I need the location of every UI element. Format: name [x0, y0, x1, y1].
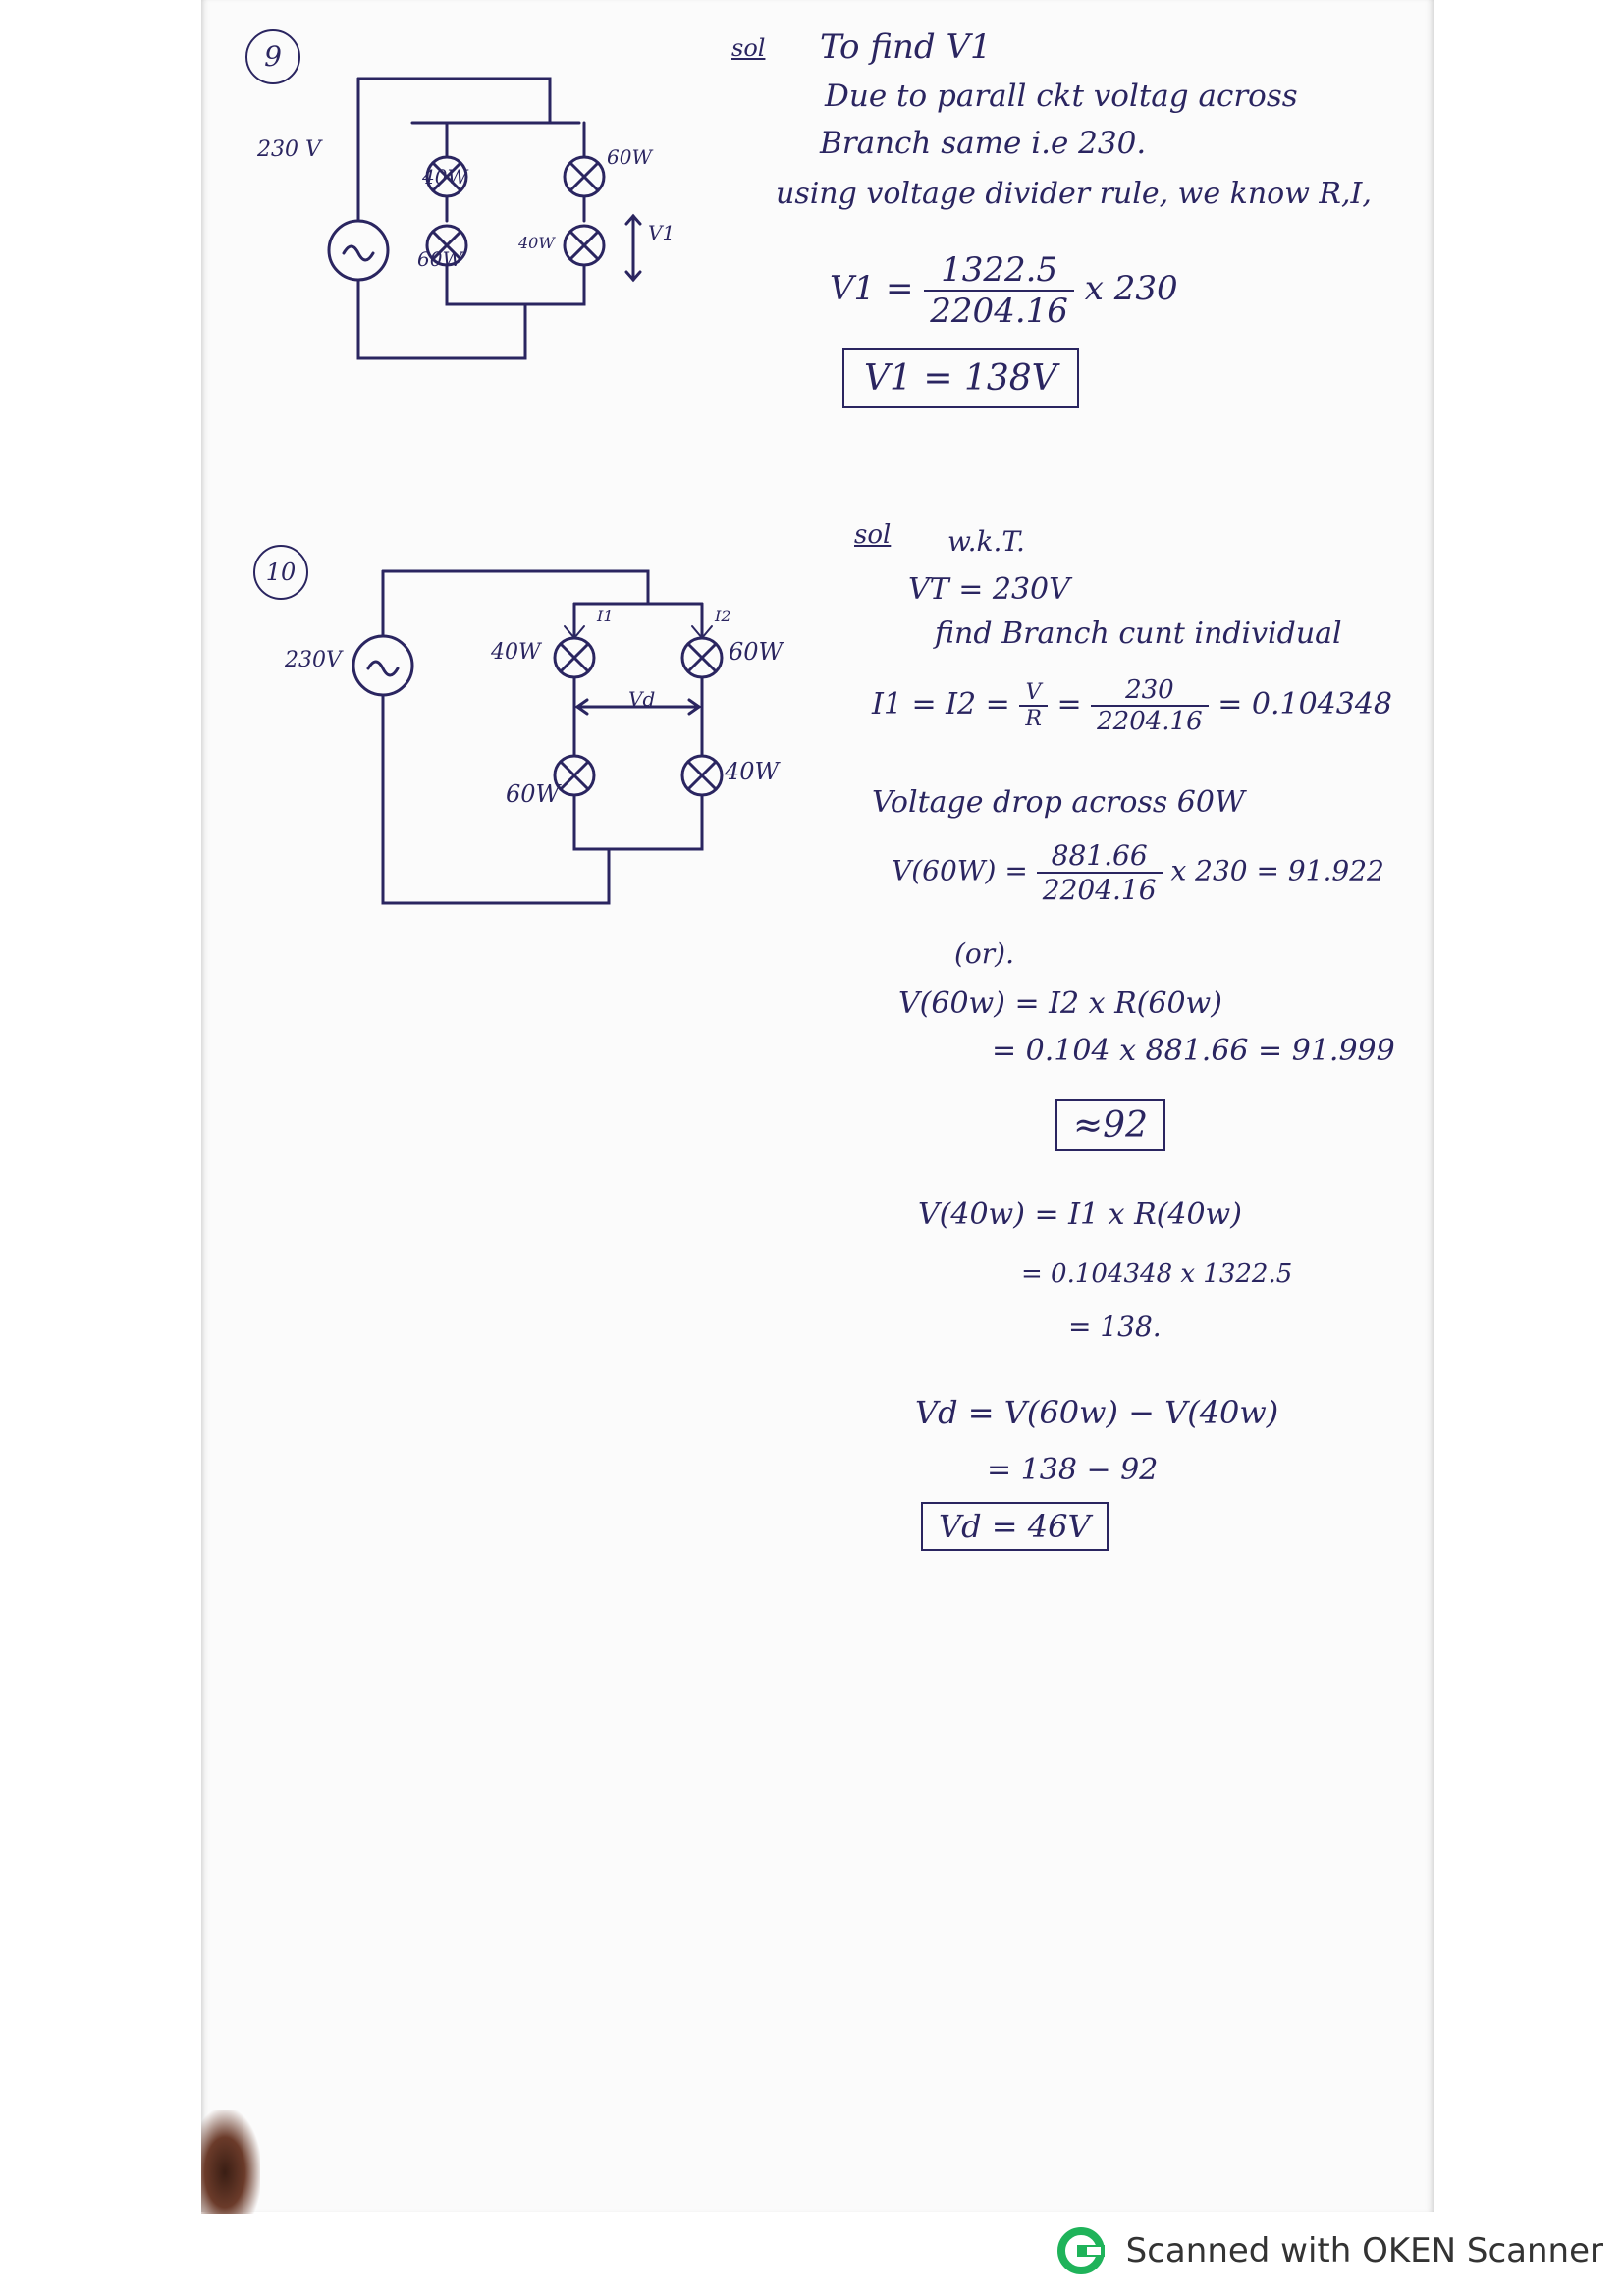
sol9-fraction: 1322.5 2204.16 — [924, 250, 1074, 331]
sol10-v60-fraction: 881.66 2204.16 — [1036, 839, 1163, 906]
circuit-diagram-9 — [327, 77, 642, 360]
sol10-v40-line3: = 138. — [1068, 1310, 1162, 1343]
sol10-vdrop-title: Voltage drop across 60W — [872, 785, 1245, 820]
sol9-equation: V1 = 1322.5 2204.16 x 230 — [830, 250, 1178, 331]
sol9-line2: Due to parall ckt voltag across — [825, 79, 1298, 114]
answer-box-9: V1 = 138V — [842, 348, 1079, 408]
sol10-v60b-line2: = 0.104 x 881.66 = 91.999 — [992, 1034, 1395, 1068]
lamp10-label-60w-left: 60W — [506, 780, 561, 808]
sol10-vd-line1: Vd = V(60w) − V(40w) — [915, 1394, 1279, 1431]
lamp-label-60w-bottom: 60W — [417, 247, 463, 271]
lamp-label-40w-bottom: 40W — [518, 234, 555, 252]
sol9-line3: Branch same i.e 230. — [820, 126, 1147, 161]
sol10-v40-line2: = 0.104348 x 1322.5 — [1021, 1259, 1293, 1289]
sol10-vd-line2: = 138 − 92 — [987, 1453, 1159, 1487]
answer-box-10: Vd = 46V — [921, 1502, 1109, 1551]
sol10-current-eq: I1 = I2 = V R = 230 2204.16 = 0.104348 — [872, 675, 1393, 736]
problem-number-10: 10 — [253, 545, 308, 600]
vd-label-circuit: Vd — [628, 687, 656, 711]
current-label-i2: I2 — [715, 607, 731, 625]
lamp10-label-40w-left: 40W — [491, 640, 541, 665]
sol10-current-fraction: 230 2204.16 — [1091, 675, 1209, 736]
oken-logo-icon — [1056, 2225, 1109, 2276]
sol10-v60-eq: V(60W) = 881.66 2204.16 x 230 = 91.922 — [892, 839, 1384, 906]
finger-shadow — [201, 2110, 260, 2214]
scanner-watermark: Scanned with OKEN Scanner — [1056, 2225, 1603, 2276]
sol-label-10: sol — [854, 520, 892, 550]
sol10-v40-line1: V(40w) = I1 x R(40w) — [918, 1198, 1242, 1232]
source-label-10: 230V — [285, 648, 342, 672]
sol10-v-over-r: V R — [1019, 680, 1048, 731]
lamp10-label-60w-right: 60W — [729, 638, 784, 666]
lamp-label-60w-top: 60W — [607, 145, 653, 169]
approx-box-92: ≈92 — [1055, 1099, 1165, 1151]
sol10-find: find Branch cunt individual — [935, 616, 1342, 651]
circuit-diagram-10 — [352, 569, 724, 905]
sol-label-9: sol — [731, 34, 766, 62]
source-label-9: 230 V — [257, 137, 321, 162]
paper-sheet — [201, 0, 1434, 2212]
problem-number-9: 9 — [245, 29, 300, 84]
sol10-v60b-line1: V(60w) = I2 x R(60w) — [898, 987, 1222, 1021]
lamp-label-40w-top: 40W — [422, 165, 468, 188]
sol10-wkt: w.k.T. — [947, 525, 1025, 558]
sol10-vt: VT = 230V — [908, 572, 1070, 607]
current-label-i1: I1 — [597, 607, 614, 625]
sol9-line4: using voltage divider rule, we know R,I, — [776, 177, 1372, 211]
scanner-watermark-text: Scanned with OKEN Scanner — [1125, 2231, 1603, 2270]
sol10-or: (or). — [954, 937, 1014, 970]
sol9-line1: To find V1 — [820, 27, 992, 67]
lamp10-label-40w-right: 40W — [725, 758, 780, 785]
v1-label: V1 — [648, 221, 676, 244]
